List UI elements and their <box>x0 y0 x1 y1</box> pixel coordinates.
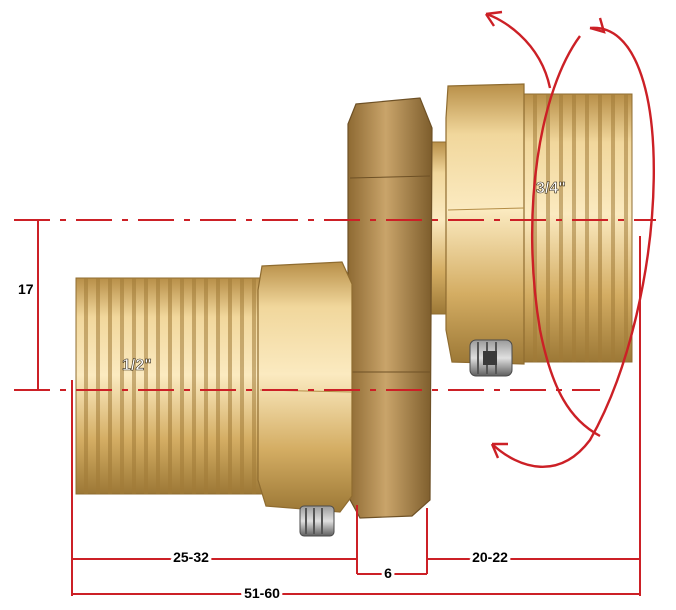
dimension-lines <box>14 219 656 596</box>
dim-right-label: 20-22 <box>472 549 508 565</box>
left-fitting <box>75 261 353 537</box>
hex-flange <box>347 97 433 519</box>
left-hex-body <box>257 261 353 513</box>
offset-label: 17 <box>18 281 34 297</box>
right-fitting <box>411 83 633 377</box>
dim-left-label: 25-32 <box>173 549 209 565</box>
set-screw-icon <box>299 505 335 537</box>
right-hex-body <box>445 83 525 365</box>
set-screw-icon <box>469 339 513 377</box>
rotation-arrow-icon <box>485 10 655 468</box>
right-thread-label: 3/4" <box>536 180 566 197</box>
left-thread-label: 1/2" <box>122 357 152 374</box>
dim-middle-label: 6 <box>384 565 392 581</box>
dim-total-label: 51-60 <box>244 585 280 601</box>
